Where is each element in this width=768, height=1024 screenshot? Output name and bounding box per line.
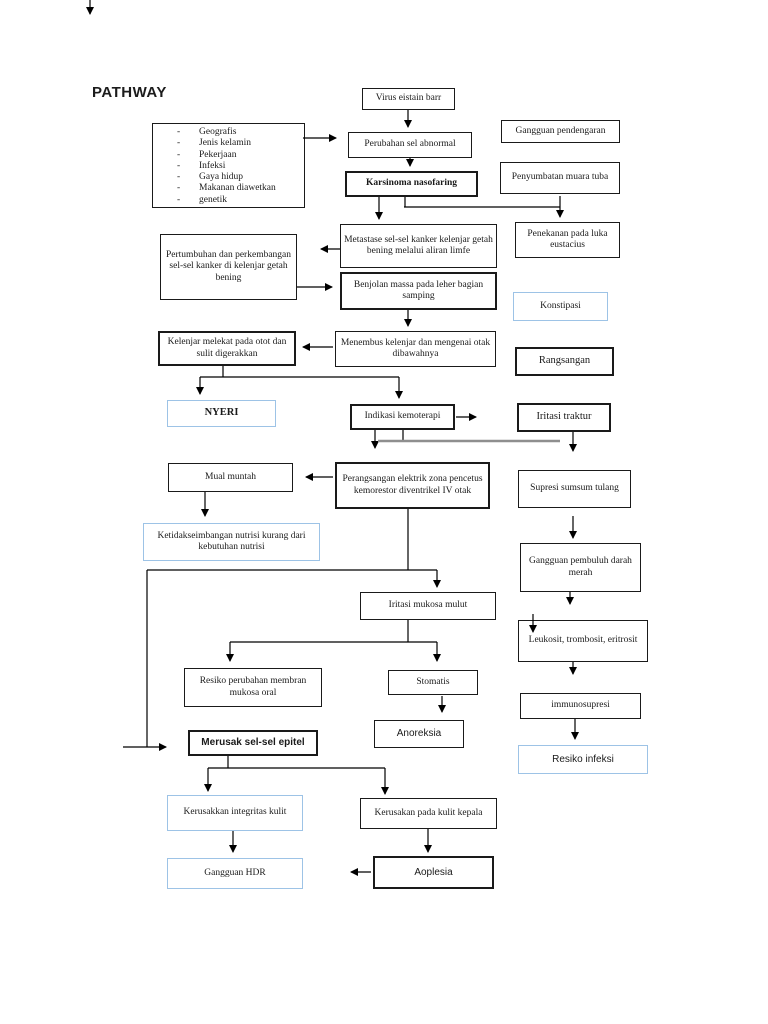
node-karsinoma-nasofaring: Karsinoma nasofaring: [345, 171, 478, 197]
risk-factors-list: Geografis Jenis kelamin Pekerjaan Infeks…: [153, 127, 304, 206]
risk-factors-box: Geografis Jenis kelamin Pekerjaan Infeks…: [152, 123, 305, 208]
node-kerusakkan-integritas-kulit: Kerusakkan integritas kulit: [167, 795, 303, 831]
node-kelenjar-melekat: Kelenjar melekat pada otot dan sulit dig…: [158, 331, 296, 366]
node-penyumbatan-muara-tuba: Penyumbatan muara tuba: [500, 162, 620, 194]
node-stomatis: Stomatis: [388, 670, 478, 695]
node-aoplesia: Aoplesia: [373, 856, 494, 889]
node-benjolan-massa: Benjolan massa pada leher bagian samping: [340, 272, 497, 310]
node-iritasi-mukosa-mulut: Iritasi mukosa mulut: [360, 592, 496, 620]
node-metastase: Metastase sel-sel kanker kelenjar getah …: [340, 224, 497, 268]
node-immunosupresi: immunosupresi: [520, 693, 641, 719]
page-title: PATHWAY: [92, 84, 167, 101]
node-menembus-kelenjar: Menembus kelenjar dan mengenai otak diba…: [335, 331, 496, 367]
node-leukosit-trombosit-eritrosit: Leukosit, trombosit, eritrosit: [518, 620, 648, 662]
list-item: Pekerjaan: [177, 150, 304, 161]
node-nyeri: NYERI: [167, 400, 276, 427]
list-item: Jenis kelamin: [177, 138, 304, 149]
node-gangguan-pembuluh-darah: Gangguan pembuluh darah merah: [520, 543, 641, 592]
node-indikasi-kemoterapi: Indikasi kemoterapi: [350, 404, 455, 430]
node-supresi-sumsum-tulang: Supresi sumsum tulang: [518, 470, 631, 508]
node-penekanan-luka-eustacius: Penekanan pada luka eustacius: [515, 222, 620, 258]
node-perangsangan-elektrik: Perangsangan elektrik zona pencetus kemo…: [335, 462, 490, 509]
list-item: Gaya hidup: [177, 172, 304, 183]
node-mual-muntah: Mual muntah: [168, 463, 293, 492]
list-item: genetik: [177, 195, 304, 206]
node-iritasi-traktur: Iritasi traktur: [517, 403, 611, 432]
list-item: Infeksi: [177, 161, 304, 172]
list-item: Makanan diawetkan: [177, 183, 304, 194]
node-ketidakseimbangan-nutrisi: Ketidakseimbangan nutrisi kurang dari ke…: [143, 523, 320, 561]
node-kerusakan-kulit-kepala: Kerusakan pada kulit kepala: [360, 798, 497, 829]
node-pertumbuhan-sel-kanker: Pertumbuhan dan perkembangan sel-sel kan…: [160, 234, 297, 300]
node-gangguan-pendengaran: Gangguan pendengaran: [501, 120, 620, 143]
list-item: Geografis: [177, 127, 304, 138]
node-resiko-membran-mukosa: Resiko perubahan membran mukosa oral: [184, 668, 322, 707]
node-konstipasi: Konstipasi: [513, 292, 608, 321]
node-merusak-sel-epitel: Merusak sel-sel epitel: [188, 730, 318, 756]
node-gangguan-hdr: Gangguan HDR: [167, 858, 303, 889]
node-perubahan-sel-abnormal: Perubahan sel abnormal: [348, 132, 472, 158]
node-resiko-infeksi: Resiko infeksi: [518, 745, 648, 774]
node-anoreksia: Anoreksia: [374, 720, 464, 748]
node-virus-epstein-barr: Virus eistain barr: [362, 88, 455, 110]
node-rangsangan: Rangsangan: [515, 347, 614, 376]
